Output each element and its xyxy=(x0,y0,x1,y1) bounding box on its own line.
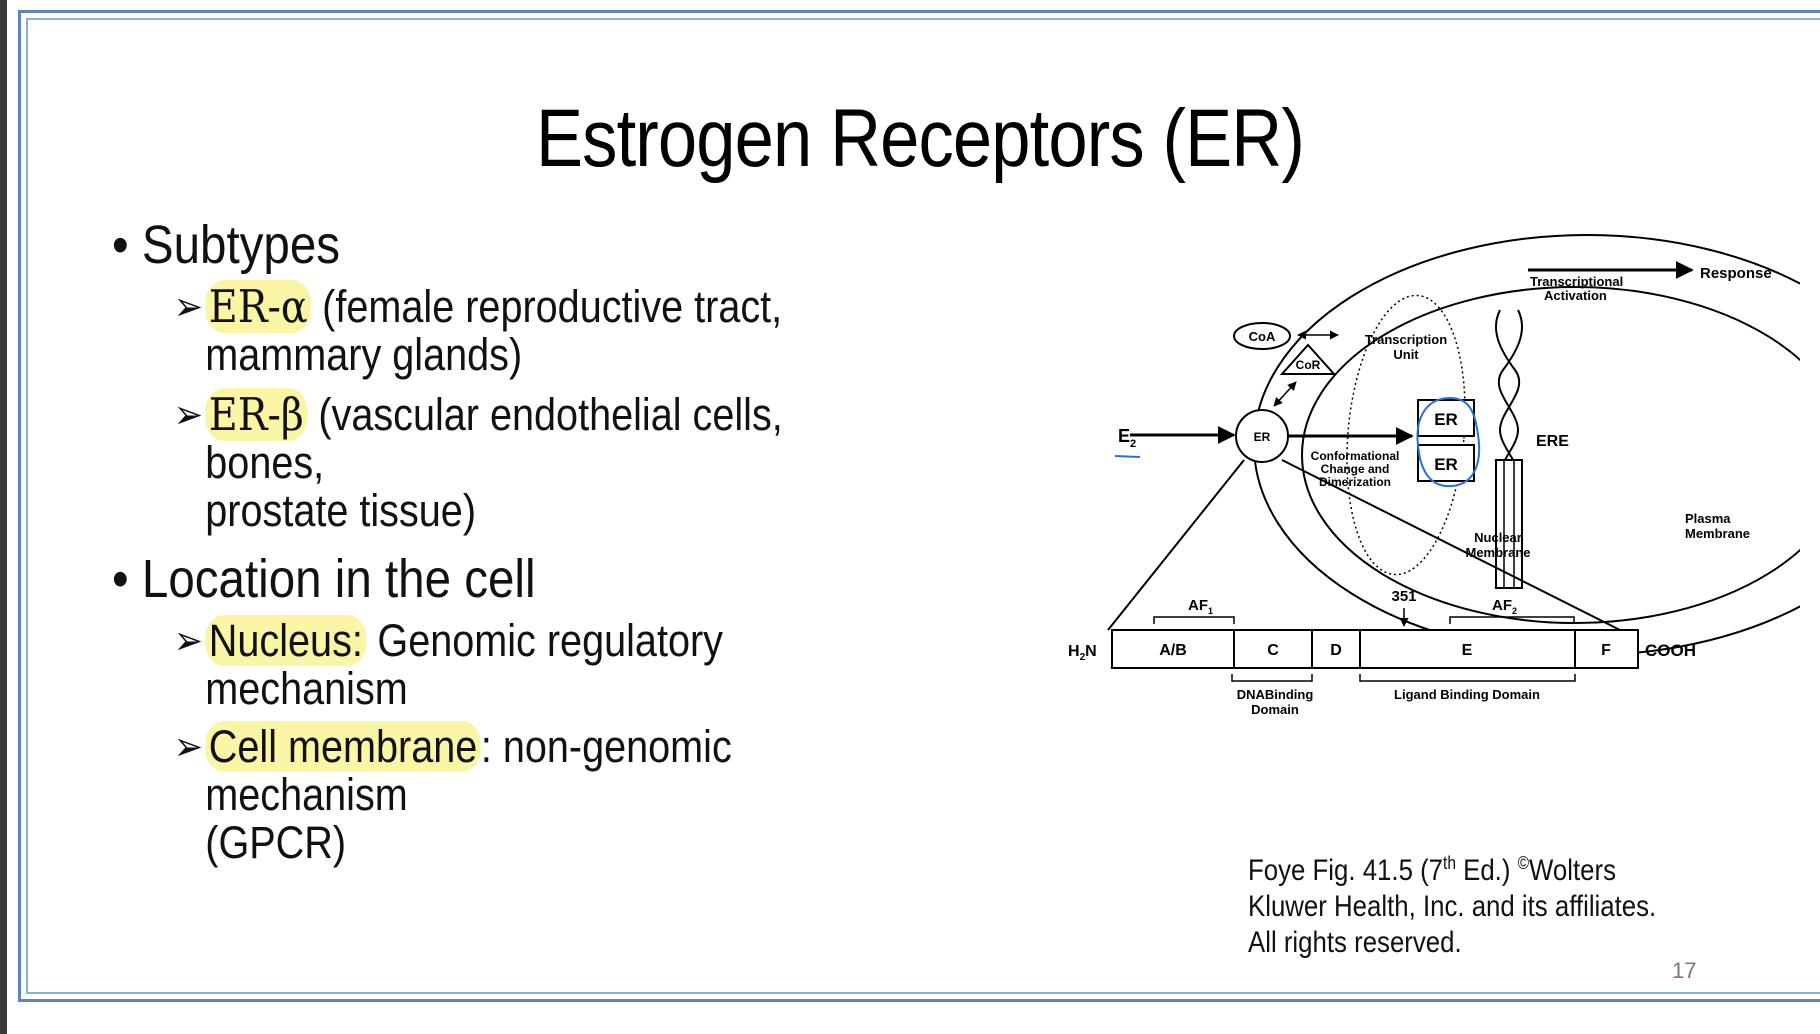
plasma-label: Plasma xyxy=(1685,511,1731,526)
estrogen-receptor-figure: ER ER ER E2 Conformational Change and Di… xyxy=(1068,234,1800,717)
position-351-label: 351 xyxy=(1391,588,1416,605)
er-monomer-label: ER xyxy=(1254,430,1271,444)
arrow-bullet-icon: ➢ xyxy=(173,619,204,663)
er-dimer-bottom xyxy=(1417,444,1475,482)
er-top-label: ER xyxy=(1434,410,1458,429)
er-alpha-desc: (female reproductive tract, xyxy=(322,281,783,332)
segment-f: F xyxy=(1601,642,1611,659)
arrow-bullet-icon: ➢ xyxy=(173,393,204,437)
conformational-label: Conformational xyxy=(1311,449,1400,463)
segment-c: C xyxy=(1267,642,1279,659)
nucleus-desc: Genomic regulatory mechanism xyxy=(205,615,723,714)
nuclear-membrane-label: Membrane xyxy=(1465,545,1530,560)
cell-membrane-desc: : non-genomic mechanism xyxy=(205,721,732,820)
sub-bullet-nucleus: ➢ Nucleus: Genomic regulatory mechanism xyxy=(112,615,904,714)
dimerization-label: Dimerization xyxy=(1319,475,1391,489)
arrow-bullet-icon: ➢ xyxy=(173,285,204,329)
figure-caption: Foye Fig. 41.5 (7th Ed.) ©Wolters Kluwer… xyxy=(1248,853,1657,959)
response-label: Response xyxy=(1700,265,1772,282)
er-beta-desc-2: prostate tissue) xyxy=(205,485,477,536)
sub-bullet-er-beta: ➢ ER-β (vascular endothelial cells, bone… xyxy=(112,388,904,536)
er-alpha-desc-2: mammary glands) xyxy=(205,329,523,380)
nuclear-label: Nuclear xyxy=(1474,530,1522,545)
h2n-label: H2N xyxy=(1068,643,1097,663)
ere-element xyxy=(1495,459,1523,589)
arrow-bullet-icon: ➢ xyxy=(173,725,204,769)
cell-membrane-label: Cell membrane xyxy=(205,721,481,772)
cor-label: CoR xyxy=(1296,358,1321,372)
bullet-dot: • xyxy=(112,215,129,275)
nucleus-label: Nucleus: xyxy=(205,615,367,666)
segment-e: E xyxy=(1462,642,1473,659)
segment-ab: A/B xyxy=(1159,642,1187,659)
transcriptional-label: Transcriptional xyxy=(1530,274,1623,289)
bullet-subtypes: •Subtypes xyxy=(112,215,341,275)
slide-title: Estrogen Receptors (ER) xyxy=(535,93,1305,184)
dna-binding-label: DNABinding xyxy=(1237,687,1314,702)
bullet-dot: • xyxy=(112,549,129,609)
er-beta-desc: (vascular endothelial cells, bones, xyxy=(205,389,783,488)
sub-bullet-er-alpha: ➢ ER-α (female reproductive tract,mammar… xyxy=(112,280,904,380)
change-and-label: Change and xyxy=(1321,462,1390,476)
dna-binding-domain-label: Domain xyxy=(1251,702,1299,717)
pen-annotation-mark xyxy=(1114,455,1141,458)
er-beta-label: ER-β xyxy=(205,388,308,441)
unit-label: Unit xyxy=(1393,347,1419,362)
e2-label: E2 xyxy=(1118,426,1136,450)
slide-border-inner xyxy=(26,18,1820,994)
cor-shape xyxy=(1279,343,1337,375)
ligand-binding-label: Ligand Binding Domain xyxy=(1394,687,1540,702)
segment-d: D xyxy=(1330,642,1342,659)
activation-label: Activation xyxy=(1544,288,1607,303)
window-edge xyxy=(0,0,7,1034)
cell-membrane-desc-2: (GPCR) xyxy=(205,817,347,868)
bullet-location: •Location in the cell xyxy=(112,549,536,609)
bullet-list: •Subtypes ➢ ER-α (female reproductive tr… xyxy=(112,215,1012,867)
ere-label: ERE xyxy=(1536,433,1569,450)
sub-bullet-cell-membrane: ➢ Cell membrane: non-genomic mechanism(G… xyxy=(112,721,904,868)
page-number: 17 xyxy=(1672,958,1697,983)
af2-label: AF2 xyxy=(1492,597,1517,616)
plasma-membrane-label: Membrane xyxy=(1685,526,1750,541)
er-bottom-label: ER xyxy=(1434,455,1458,474)
pen-annotation-circle xyxy=(1416,397,1481,488)
transcription-label: Transcription xyxy=(1365,332,1447,347)
domain-bar xyxy=(1111,629,1639,669)
coa-label: CoA xyxy=(1249,329,1276,344)
er-alpha-label: ER-α xyxy=(205,280,312,333)
coa-shape xyxy=(1233,322,1291,350)
slide-border-outer xyxy=(18,10,1820,1002)
plasma-membrane xyxy=(1253,234,1800,656)
af1-label: AF1 xyxy=(1188,597,1213,616)
cooh-label: COOH xyxy=(1645,641,1696,660)
nuclear-membrane xyxy=(1301,286,1800,624)
